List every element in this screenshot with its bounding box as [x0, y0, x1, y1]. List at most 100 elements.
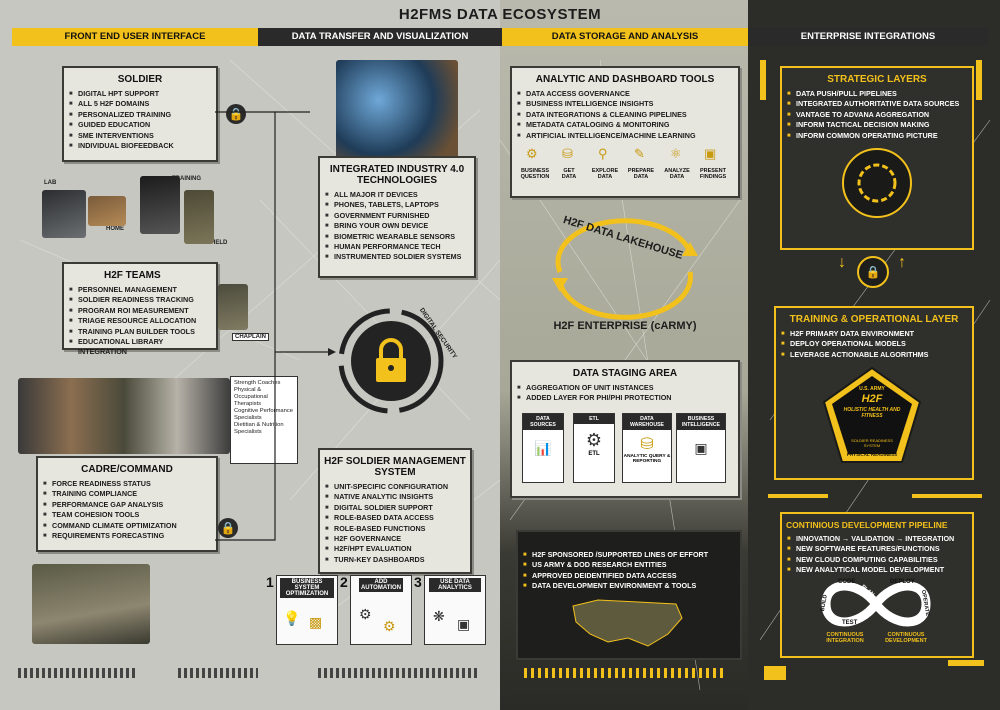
devops-loop-graphic [821, 581, 931, 627]
robot-icon: ⚙ [359, 606, 372, 622]
list-item: INFORM COMMON OPERATING PICTURE [787, 131, 964, 142]
list-item: DIGITAL SOLDIER SUPPORT [325, 503, 462, 514]
stage-column-header: ETL [574, 414, 614, 424]
list-item: US ARMY & DOD RESEARCH ENTITIES [523, 560, 732, 571]
photo-label-lab: LAB [44, 180, 57, 186]
industry-title: INTEGRATED INDUSTRY 4.0 TECHNOLOGIES [329, 164, 465, 186]
list-item: APPROVED DEIDENTIFIED DATA ACCESS [523, 571, 732, 582]
header-front-end: FRONT END USER INTERFACE [12, 28, 258, 46]
h2f-teams-panel: H2F TEAMS PERSONNEL MANAGEMENT SOLDIER R… [62, 262, 218, 356]
step-label: USE DATA ANALYTICS [429, 578, 481, 592]
training-photo [140, 176, 180, 234]
pipeline-step: PREPARE DATA [627, 168, 655, 180]
research-list: H2F SPONSORED /SUPPORTED LINES OF EFFORT… [518, 550, 740, 592]
h2f-badge [822, 366, 922, 463]
stage-column-header: DATA SOURCES [523, 414, 563, 430]
pipeline-step: GET DATA [561, 168, 577, 180]
digital-security-emblem [338, 308, 444, 414]
stage-column-sources: DATA SOURCES 📊 [522, 413, 564, 483]
list-item: DATA ACCESS GOVERNANCE [517, 89, 730, 100]
continuous-development-list: INNOVATION → VALIDATION → INTEGRATION NE… [782, 534, 972, 576]
list-item: INFORM TACTICAL DECISION MAKING [787, 120, 964, 131]
list-item: DATA PUSH/PULL PIPELINES [787, 89, 964, 100]
badge-main-text: H2F [861, 393, 883, 405]
decor-bar [760, 60, 766, 100]
lock-icon: 🔒 [226, 104, 246, 124]
stage-column-warehouse: DATA WAREHOUSE ⛁ ANALYTIC QUERY & REPORT… [622, 413, 672, 483]
list-item: NATIVE ANALYTIC INSIGHTS [325, 492, 462, 503]
magnifier-icon: ⚲ [598, 146, 608, 161]
list-item: FORCE READINESS STATUS [43, 479, 208, 490]
h2f-teams-title: H2F TEAMS [104, 270, 161, 281]
loop-word-deploy: DEPLOY [890, 579, 915, 585]
stage-column-header: DATA WAREHOUSE [623, 414, 671, 430]
enterprise-label: H2F ENTERPRISE (cARMY) [553, 320, 697, 332]
soldier-management-title: H2F SOLDIER MANAGEMENT SYSTEM [324, 456, 466, 478]
list-item: EDUCATIONAL LIBRARY INTEGRATION [69, 337, 208, 358]
list-item: INSTRUMENTED SOLDIER SYSTEMS [325, 252, 466, 263]
list-item: PERFORMANCE GAP ANALYSIS [43, 500, 208, 511]
gear-icon: ⚙ [585, 430, 603, 450]
list-item: ALL MAJOR IT DEVICES [325, 190, 466, 201]
analytic-tools-list: DATA ACCESS GOVERNANCE BUSINESS INTELLIG… [512, 89, 738, 141]
presentation-icon: ▣ [704, 146, 717, 161]
arrow-down-icon: ↓ [838, 254, 846, 271]
step-box-automation: ADD AUTOMATION ⚙ ⚙ [350, 575, 412, 645]
list-item: DIGITAL HPT SUPPORT [69, 89, 208, 100]
lightbulb-icon: 💡 [283, 610, 301, 626]
list-item: NEW CLOUD COMPUTING CAPABILITIES [787, 555, 964, 566]
list-item: DATA INTEGRATIONS & CLEANING PIPELINES [517, 110, 730, 121]
h2f-teams-list: PERSONNEL MANAGEMENT SOLDIER READINESS T… [64, 285, 216, 358]
poster-title: H2FMS DATA ECOSYSTEM [398, 6, 602, 23]
list-item: LEVERAGE ACTIONABLE ALGORITHMS [781, 350, 964, 361]
data-staging-title: DATA STAGING AREA [572, 368, 678, 379]
field-photo [184, 190, 214, 244]
photo-label-home: HOME [106, 226, 124, 232]
pipeline-step: PRESENT FINDINGS [699, 168, 727, 180]
list-item: HUMAN PERFORMANCE TECH [325, 242, 466, 253]
decor-bar [764, 666, 786, 680]
list-item: ADDED LAYER FOR PHI/PHI PROTECTION [517, 393, 730, 404]
specialists-box: Strength Coaches Physical & Occupational… [230, 376, 298, 464]
list-item: GUIDED EDUCATION [69, 120, 208, 131]
continuous-development-panel: CONTINIOUS DEVELOPMENT PIPELINE INNOVATI… [780, 512, 974, 658]
step-label: BUSINESS SYSTEM OPTIMIZATION [280, 578, 334, 598]
step-box-business: BUSINESS SYSTEM OPTIMIZATION 💡 ▩ [276, 575, 338, 645]
industry-list: ALL MAJOR IT DEVICES PHONES, TABLETS, LA… [320, 190, 474, 263]
continuous-integration-caption: CONTINUOUS INTEGRATION [826, 632, 864, 644]
cadre-command-title: CADRE/COMMAND [81, 464, 173, 475]
list-item: SOLDIER READINESS TRACKING [69, 295, 208, 306]
database-icon: ⛁ [640, 436, 654, 453]
list-item: COMMAND CLIMATE OPTIMIZATION [43, 521, 208, 532]
specialist-therapists: Physical & Occupational Therapists [234, 387, 268, 407]
etl-caption: ETL [588, 451, 600, 457]
badge-sub-text: HOLISTIC HEALTH AND FITNESS [843, 407, 901, 419]
pipeline-step: EXPLORE DATA [591, 168, 619, 180]
step-box-analytics: USE DATA ANALYTICS ❋ ▣ [424, 575, 486, 645]
list-item: PHONES, TABLETS, LAPTOPS [325, 200, 466, 211]
list-item: PERSONNEL MANAGEMENT [69, 285, 208, 296]
strategic-emblem [842, 148, 912, 218]
continuous-development-title: CONTINIOUS DEVELOPMENT PIPELINE [786, 520, 948, 530]
bottom-tick-decor-right [524, 668, 724, 678]
list-item: H2F PRIMARY DATA ENVIRONMENT [781, 329, 964, 340]
devices-icon: ▣ [694, 440, 708, 456]
lakehouse-cycle-graphic [552, 218, 698, 320]
list-item: NEW ANALYTICAL MODEL DEVELOPMENT [787, 565, 964, 576]
list-item: SME INTERVENTIONS [69, 131, 208, 142]
pipeline-step: ANALYZE DATA [664, 168, 690, 180]
header-enterprise: ENTERPRISE INTEGRATIONS [748, 28, 988, 46]
home-photo [88, 196, 126, 226]
list-item: H2F/HPT EVALUATION [325, 544, 462, 555]
list-item: ARTIFICIAL INTELLIGENCE/MACHINE LEARNING [517, 131, 730, 142]
stage-column-etl: ETL ⚙ ETL [573, 413, 615, 483]
header-data-storage: DATA STORAGE AND ANALYSIS [502, 28, 748, 46]
lock-icon: 🔒 [218, 518, 238, 538]
team-photo-strip [18, 378, 230, 454]
list-item: UNIT-SPECIFIC CONFIGURATION [325, 482, 462, 493]
list-item: DEPLOY OPERATIONAL MODELS [781, 339, 964, 350]
atom-icon: ⚛ [670, 146, 682, 161]
network-icon: ❋ [433, 608, 445, 624]
stage-column-bi: BUSINESS INTELLIGENCE ▣ [676, 413, 726, 483]
soldier-title: SOLDIER [117, 74, 163, 85]
